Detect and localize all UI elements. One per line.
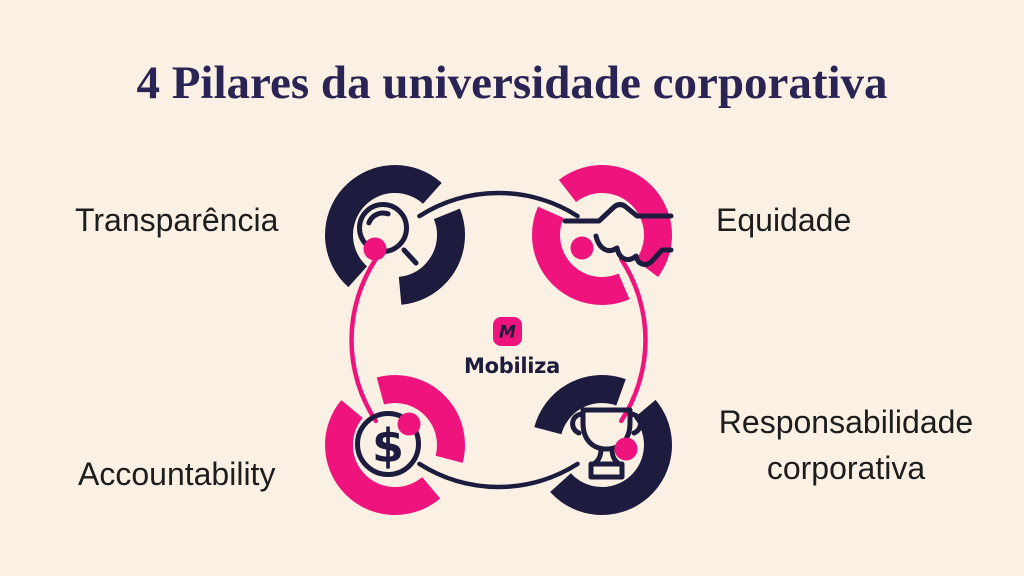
page-title: 4 Pilares da universidade corporativa xyxy=(136,57,888,109)
ring-transparencia xyxy=(324,165,465,305)
magnifier-icon xyxy=(357,202,419,266)
dollar-coin-icon: $ xyxy=(355,411,421,477)
accent-dot xyxy=(363,237,387,261)
pillar-label-accountability: Accountability xyxy=(78,456,276,492)
ring-equidade xyxy=(532,165,672,305)
ring-responsabilidade xyxy=(531,375,672,515)
pillar-label-transparencia: Transparência xyxy=(75,202,279,238)
mobiliza-logo: M xyxy=(493,317,522,346)
handshake-icon xyxy=(562,202,674,267)
trophy-icon xyxy=(570,407,643,480)
mobiliza-logo-mark xyxy=(493,317,522,346)
connector-arc-left xyxy=(349,256,379,424)
accent-dot xyxy=(570,236,594,260)
mobiliza-logo-letter: M xyxy=(499,323,516,343)
connector-arc-bottom xyxy=(417,461,580,490)
pillar-label-equidade: Equidade xyxy=(716,202,852,238)
accent-dot xyxy=(397,412,421,436)
ring-accountability xyxy=(325,375,465,515)
pillar-label-responsabilidade: Responsabilidade corporativa xyxy=(718,404,974,486)
accent-dot xyxy=(614,437,638,461)
mobiliza-wordmark: Mobiliza xyxy=(464,354,560,378)
connector-arc-top xyxy=(417,190,580,219)
connector-arc-right xyxy=(618,256,648,424)
